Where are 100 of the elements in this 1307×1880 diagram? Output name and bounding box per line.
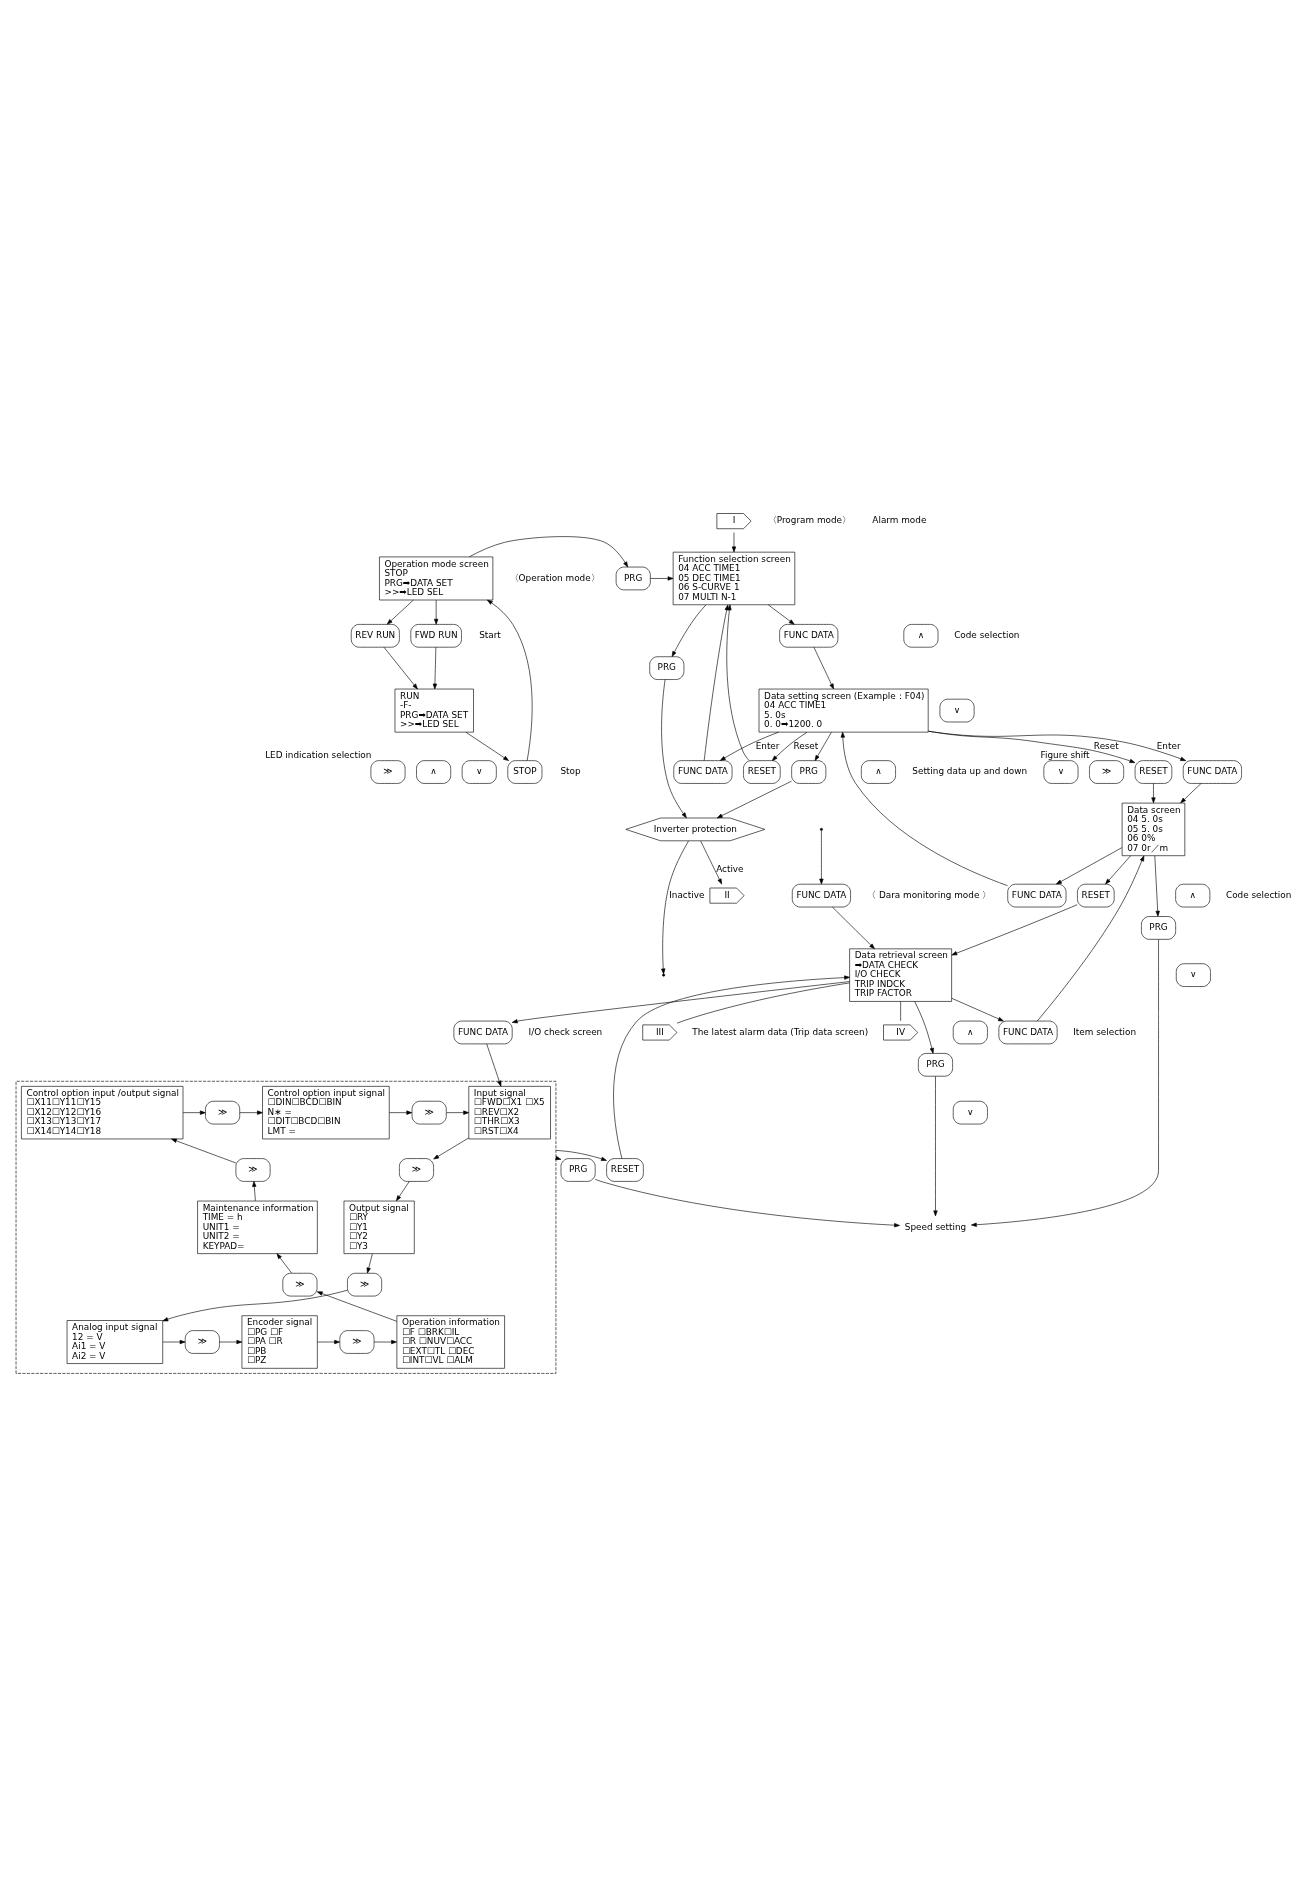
label: Start [479,630,501,641]
connector [676,982,850,1024]
node-box: ∧ [903,624,939,648]
node-box: PRG [560,1158,596,1182]
node-box: Control option input signal ☐DIN☐BCD☐BIN N∗ = ☐DIT☐BCD☐BIN LMT = [262,1086,390,1140]
arrow [951,904,1078,956]
arrow [276,1253,292,1274]
arrow [182,1110,206,1115]
arrow [928,730,1187,761]
arrow [469,536,629,568]
arrow [446,1110,469,1115]
node-box: ≫ [1089,760,1124,784]
arrow [840,731,1008,886]
arrow [819,830,824,885]
node-box: ∨ [461,760,497,784]
edge-label: Reset [1093,740,1119,751]
arrow [716,780,792,819]
label: 〈 Dara monitoring mode 〉 [867,889,992,900]
arrow [366,1253,373,1274]
arrow [433,1137,469,1160]
node-box: ≫ [282,1272,318,1297]
arrow [252,1181,257,1202]
arrow [771,731,808,761]
arrow [813,646,834,690]
node-box: FUNC DATA [998,1020,1058,1045]
arrow [383,646,418,690]
node-box: FUNC DATA [453,1020,513,1045]
arrow [814,731,832,761]
node-box: ∨ [1175,963,1211,987]
edge-label: Enter [1156,740,1181,751]
node-box: FUNC DATA [1007,883,1067,908]
arrow [731,532,737,553]
label: 〈Program mode〉 [767,515,852,526]
node-box: FUNC DATA [779,624,839,648]
edge-label: Enter [755,740,780,751]
node-box: RESET [743,760,781,784]
arrow [389,1110,413,1115]
label: The latest alarm data (Trip data screen) [692,1026,869,1037]
arrow [661,679,687,819]
arrow [511,981,850,1024]
node-box: ∨ [952,1100,988,1125]
arrow [726,604,750,761]
node-box: ≫ [339,1330,375,1354]
arrow [767,604,795,625]
arrow [219,1339,243,1345]
node-box: Function selection screen 04 ACC TIME1 05 DEC TIME1 06 S-CURVE 1 07 MULTI N-1 [672,551,796,606]
arrow [1056,847,1123,885]
node-box: RUN -F- PRG➡DATA SET >>➡LED SEL [394,688,474,733]
node-box: ≫ [347,1272,382,1297]
node-box: ∨ [939,698,975,723]
node-box: ≫ [235,1158,271,1182]
node-box: Maintenance information TIME = h UNIT1 = UNIT2 = KEYPAD= [197,1200,318,1254]
arrow [1154,855,1160,917]
edge-label: Reset [793,740,819,751]
node-box: Output signal ☐RY ☐Y1 ☐Y2 ☐Y3 [343,1200,415,1254]
node-label: LED indication selection [265,750,372,761]
node-box: Operation mode screen STOP PRG➡DATA SET >>➡LED SEL [379,556,494,601]
arrow [1105,855,1131,885]
node-box: ≫ [411,1100,447,1125]
arrow [465,731,509,761]
label: Stop [560,766,581,777]
node-box: Data retrieval screen ➡DATA CHECK I/O CHECK TRIP INDCK TRIP FACTOR [849,948,952,1002]
node-box: ∧ [416,760,452,784]
arrow [703,604,729,761]
arrow [671,604,707,657]
node-box: PRG [1141,916,1176,940]
arrow [396,1181,410,1202]
node-box: RESET [1134,760,1173,784]
node-box: FUNC DATA [673,760,733,784]
edge-label: Active [716,864,744,875]
node-text: Speed setting [904,1221,967,1232]
node-box: STOP [507,760,543,784]
arrow [613,975,850,1159]
arrow [171,1138,237,1164]
node-box: ∧ [952,1020,988,1045]
node-box: REV RUN [350,624,400,648]
node-box: ∧ [1175,883,1211,908]
label: 〈Operation mode〉 [509,572,600,583]
node-box: Operation information ☐F ☐BRK☐IL ☐R ☐NUV☐ACC ☐EXT☐TL ☐DEC ☐INT☐VL ☐ALM [396,1315,505,1369]
arrow [434,599,439,625]
node-box: ∨ [1043,760,1079,784]
node-box: ∧ [861,760,896,784]
arrow [661,840,689,975]
node-box: ≫ [184,1330,220,1354]
label: Item selection [1073,1026,1137,1037]
arrow [386,599,414,625]
node-box: RESET [1077,883,1115,908]
arrow [1180,783,1202,804]
arrow [432,646,437,690]
node-label: Figure shift [1040,750,1090,761]
node-box: FUNC DATA [791,883,851,908]
arrow [1036,855,1145,1022]
arrow [487,599,533,761]
node-box: Encoder signal ☐PG ☐F ☐PA ☐R ☐PB ☐PZ [241,1315,318,1369]
node-box: Data setting screen (Example：F04) 04 ACC TIME1 5. 0s 0. 0➡1200. 0 [758,688,929,733]
arrow [719,731,779,761]
node-box: PRG [615,566,651,591]
arrow [1151,783,1156,804]
arrow [239,1110,263,1115]
node-box: PRG [649,656,685,680]
